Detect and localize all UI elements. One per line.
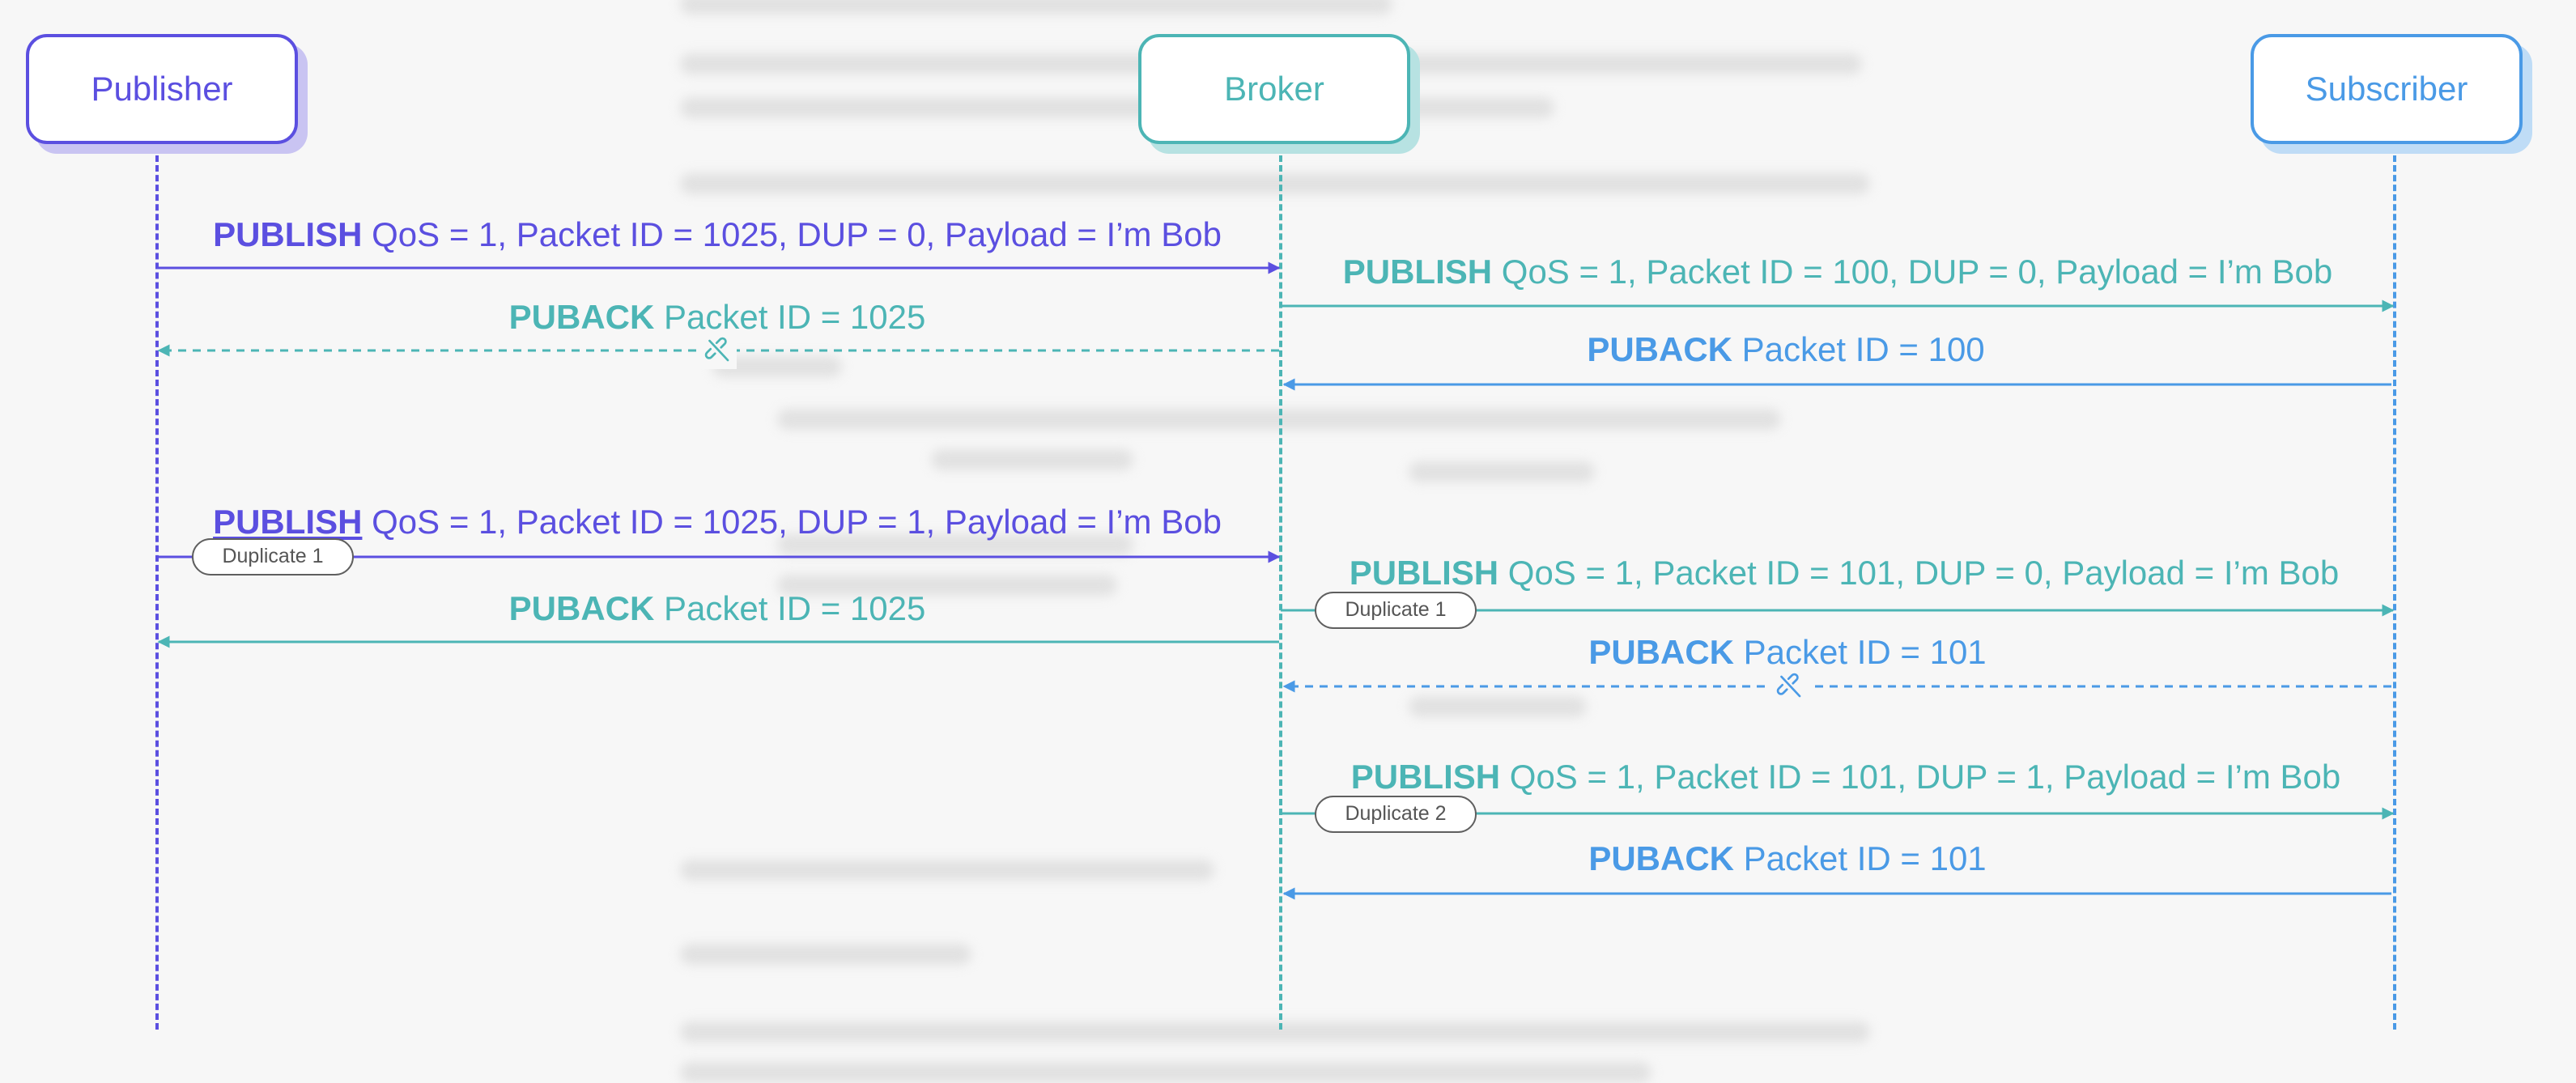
message-detail: Packet ID = 1025 [654, 589, 926, 627]
subscriber-lifeline [2393, 155, 2396, 1030]
message-keyword: PUBLISH [1349, 554, 1499, 592]
background-text-line [931, 449, 1133, 470]
message-detail: QoS = 1, Packet ID = 101, DUP = 1, Paylo… [1500, 758, 2341, 796]
message-detail: QoS = 1, Packet ID = 1025, DUP = 1, Payl… [362, 503, 1222, 541]
background-text-line [680, 173, 1870, 194]
broken-link-icon [699, 332, 737, 369]
background-text-line [777, 534, 1133, 555]
publisher-lifeline [155, 155, 159, 1030]
background-text-line [1409, 696, 1587, 717]
message-label: PUBLISH QoS = 1, Packet ID = 101, DUP = … [1350, 552, 2340, 594]
message-keyword: PUBACK [508, 298, 655, 336]
broker-label: Broker [1224, 70, 1324, 108]
broken-link-icon [1771, 668, 1809, 705]
message-keyword: PUBACK [1587, 330, 1732, 368]
publisher-box: Publisher [26, 34, 298, 144]
duplicate-tag: Duplicate 1 [192, 538, 354, 575]
message-label: PUBLISH QoS = 1, Packet ID = 101, DUP = … [1351, 756, 2341, 798]
background-text-line [680, 944, 971, 965]
message-keyword: PUBACK [1588, 839, 1734, 877]
background-text-line [777, 575, 1117, 596]
message-keyword: PUBACK [508, 589, 655, 627]
message-detail: Packet ID = 100 [1732, 330, 1985, 368]
message-label: PUBLISH QoS = 1, Packet ID = 1025, DUP =… [213, 214, 1222, 256]
subscriber-label: Subscriber [2305, 70, 2468, 108]
background-text-line [680, 0, 1392, 15]
duplicate-tag: Duplicate 2 [1315, 796, 1477, 833]
message-detail: Packet ID = 1025 [654, 298, 926, 336]
publisher-label: Publisher [91, 70, 233, 108]
message-detail: Packet ID = 101 [1733, 633, 1987, 671]
duplicate-tag: Duplicate 1 [1315, 592, 1477, 629]
message-detail: QoS = 1, Packet ID = 101, DUP = 0, Paylo… [1498, 554, 2340, 592]
subscriber-box: Subscriber [2251, 34, 2523, 144]
message-label: PUBLISH QoS = 1, Packet ID = 100, DUP = … [1343, 251, 2333, 293]
background-text-line [680, 860, 1214, 881]
message-keyword: PUBLISH [1350, 758, 1501, 796]
message-label: PUBLISH QoS = 1, Packet ID = 1025, DUP =… [213, 501, 1222, 543]
message-detail: QoS = 1, Packet ID = 100, DUP = 0, Paylo… [1492, 253, 2333, 291]
broker-lifeline [1279, 155, 1282, 1030]
message-label: PUBACK Packet ID = 101 [1588, 631, 1986, 673]
message-detail: QoS = 1, Packet ID = 1025, DUP = 0, Payl… [362, 215, 1222, 253]
message-keyword: PUBACK [1588, 633, 1734, 671]
message-detail: Packet ID = 101 [1733, 839, 1987, 877]
background-text-line [1409, 461, 1595, 482]
message-label: PUBACK Packet ID = 101 [1588, 838, 1986, 880]
message-label: PUBACK Packet ID = 100 [1587, 329, 1984, 371]
broker-box: Broker [1138, 34, 1410, 144]
message-keyword: PUBLISH [213, 503, 363, 541]
message-keyword: PUBLISH [1342, 253, 1493, 291]
message-label: PUBACK Packet ID = 1025 [509, 588, 926, 630]
message-keyword: PUBLISH [213, 215, 363, 253]
message-label: PUBACK Packet ID = 1025 [509, 296, 926, 338]
background-text-line [680, 1021, 1870, 1043]
